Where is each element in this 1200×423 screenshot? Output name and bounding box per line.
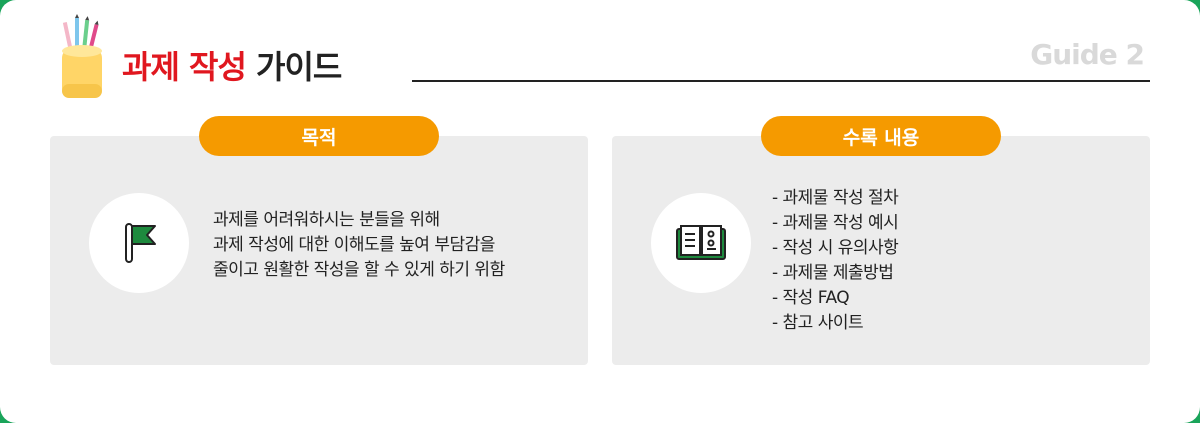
title-rest: 가이드 [256,48,342,86]
guide-number-label: Guide 2 [1030,38,1145,71]
open-book-icon [676,225,726,260]
contents-pill: 수록 내용 [761,116,1001,156]
list-item: - 과제물 작성 예시 [772,213,899,233]
contents-icon-circle [651,193,751,293]
list-item: - 참고 사이트 [772,313,864,333]
purpose-line: 줄이고 원활한 작성을 할 수 있게 하기 위함 [213,260,505,280]
title-accent: 과제 작성 [122,48,247,86]
purpose-pill: 목적 [199,116,439,156]
purpose-icon-circle [89,193,189,293]
contents-list: - 과제물 작성 절차 - 과제물 작성 예시 - 작성 시 유의사항 - 과제… [772,186,899,336]
title-divider [412,80,1150,82]
page-title: 과제 작성 가이드 [122,42,342,88]
list-item: - 과제물 제출방법 [772,263,894,283]
list-item: - 작성 시 유의사항 [772,238,899,258]
pencil-cup-icon [62,14,102,98]
purpose-line: 과제 작성에 대한 이해도를 높여 부담감을 [213,235,495,255]
list-item: - 작성 FAQ [772,288,850,308]
purpose-text: 과제를 어려워하시는 분들을 위해 과제 작성에 대한 이해도를 높여 부담감을… [213,208,505,283]
purpose-line: 과제를 어려워하시는 분들을 위해 [213,210,440,230]
flag-icon [125,223,156,263]
list-item: - 과제물 작성 절차 [772,188,899,208]
